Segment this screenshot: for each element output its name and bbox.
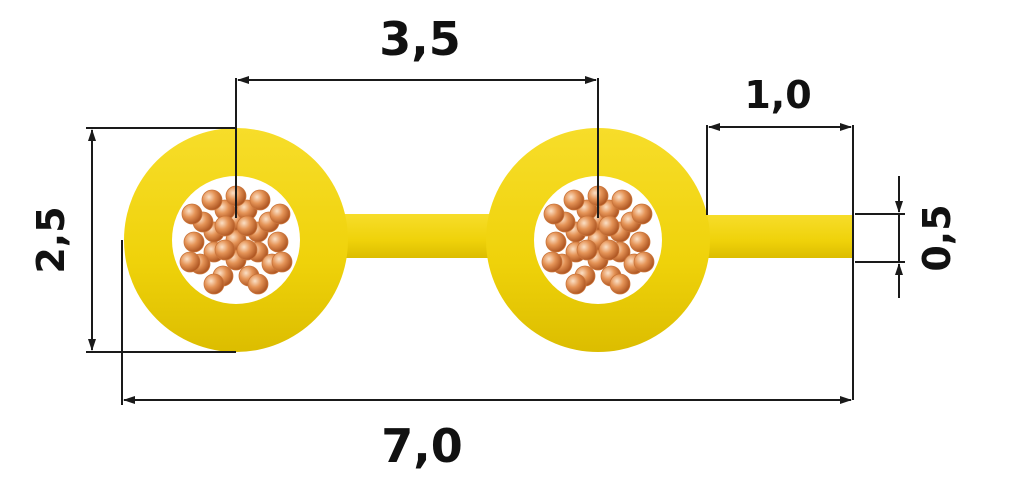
copper-strand <box>179 251 201 273</box>
copper-strand <box>247 273 269 295</box>
copper-strand <box>609 273 631 295</box>
copper-strand <box>545 231 567 253</box>
tail-length-label: 1,0 <box>744 73 811 117</box>
copper-strand <box>203 273 225 295</box>
dimension-outer-diameter <box>86 127 236 353</box>
copper-strand <box>598 239 620 261</box>
copper-strand <box>271 251 293 273</box>
copper-strand <box>633 251 655 273</box>
copper-strand <box>565 273 587 295</box>
copper-strand <box>543 203 565 225</box>
copper-strand <box>269 203 291 225</box>
copper-strand <box>249 189 271 211</box>
dimension-tail-length <box>706 123 854 400</box>
copper-strand <box>576 239 598 261</box>
right-stranded-copper-core-icon <box>541 185 655 295</box>
copper-strand <box>611 189 633 211</box>
copper-strand <box>541 251 563 273</box>
center-spacing-label: 3,5 <box>379 12 461 66</box>
copper-strand <box>576 215 598 237</box>
left-stranded-copper-core-icon <box>179 185 293 295</box>
cable-body <box>124 128 854 352</box>
copper-strand <box>236 239 258 261</box>
copper-strand <box>629 231 651 253</box>
copper-strand <box>563 189 585 211</box>
outer-diameter-label: 2,5 <box>29 206 73 273</box>
copper-strand <box>183 231 205 253</box>
dimension-center-spacing <box>235 76 599 218</box>
copper-strand <box>181 203 203 225</box>
tail-thickness-label: 0,5 <box>915 204 959 271</box>
dimension-tail-thickness <box>855 176 905 298</box>
copper-strand <box>236 215 258 237</box>
total-width-label: 7,0 <box>381 419 463 473</box>
copper-strand <box>201 189 223 211</box>
dimension-total-width <box>121 240 852 405</box>
copper-strand <box>631 203 653 225</box>
copper-strand <box>598 215 620 237</box>
copper-strand <box>214 239 236 261</box>
copper-strand <box>267 231 289 253</box>
copper-strand <box>214 215 236 237</box>
